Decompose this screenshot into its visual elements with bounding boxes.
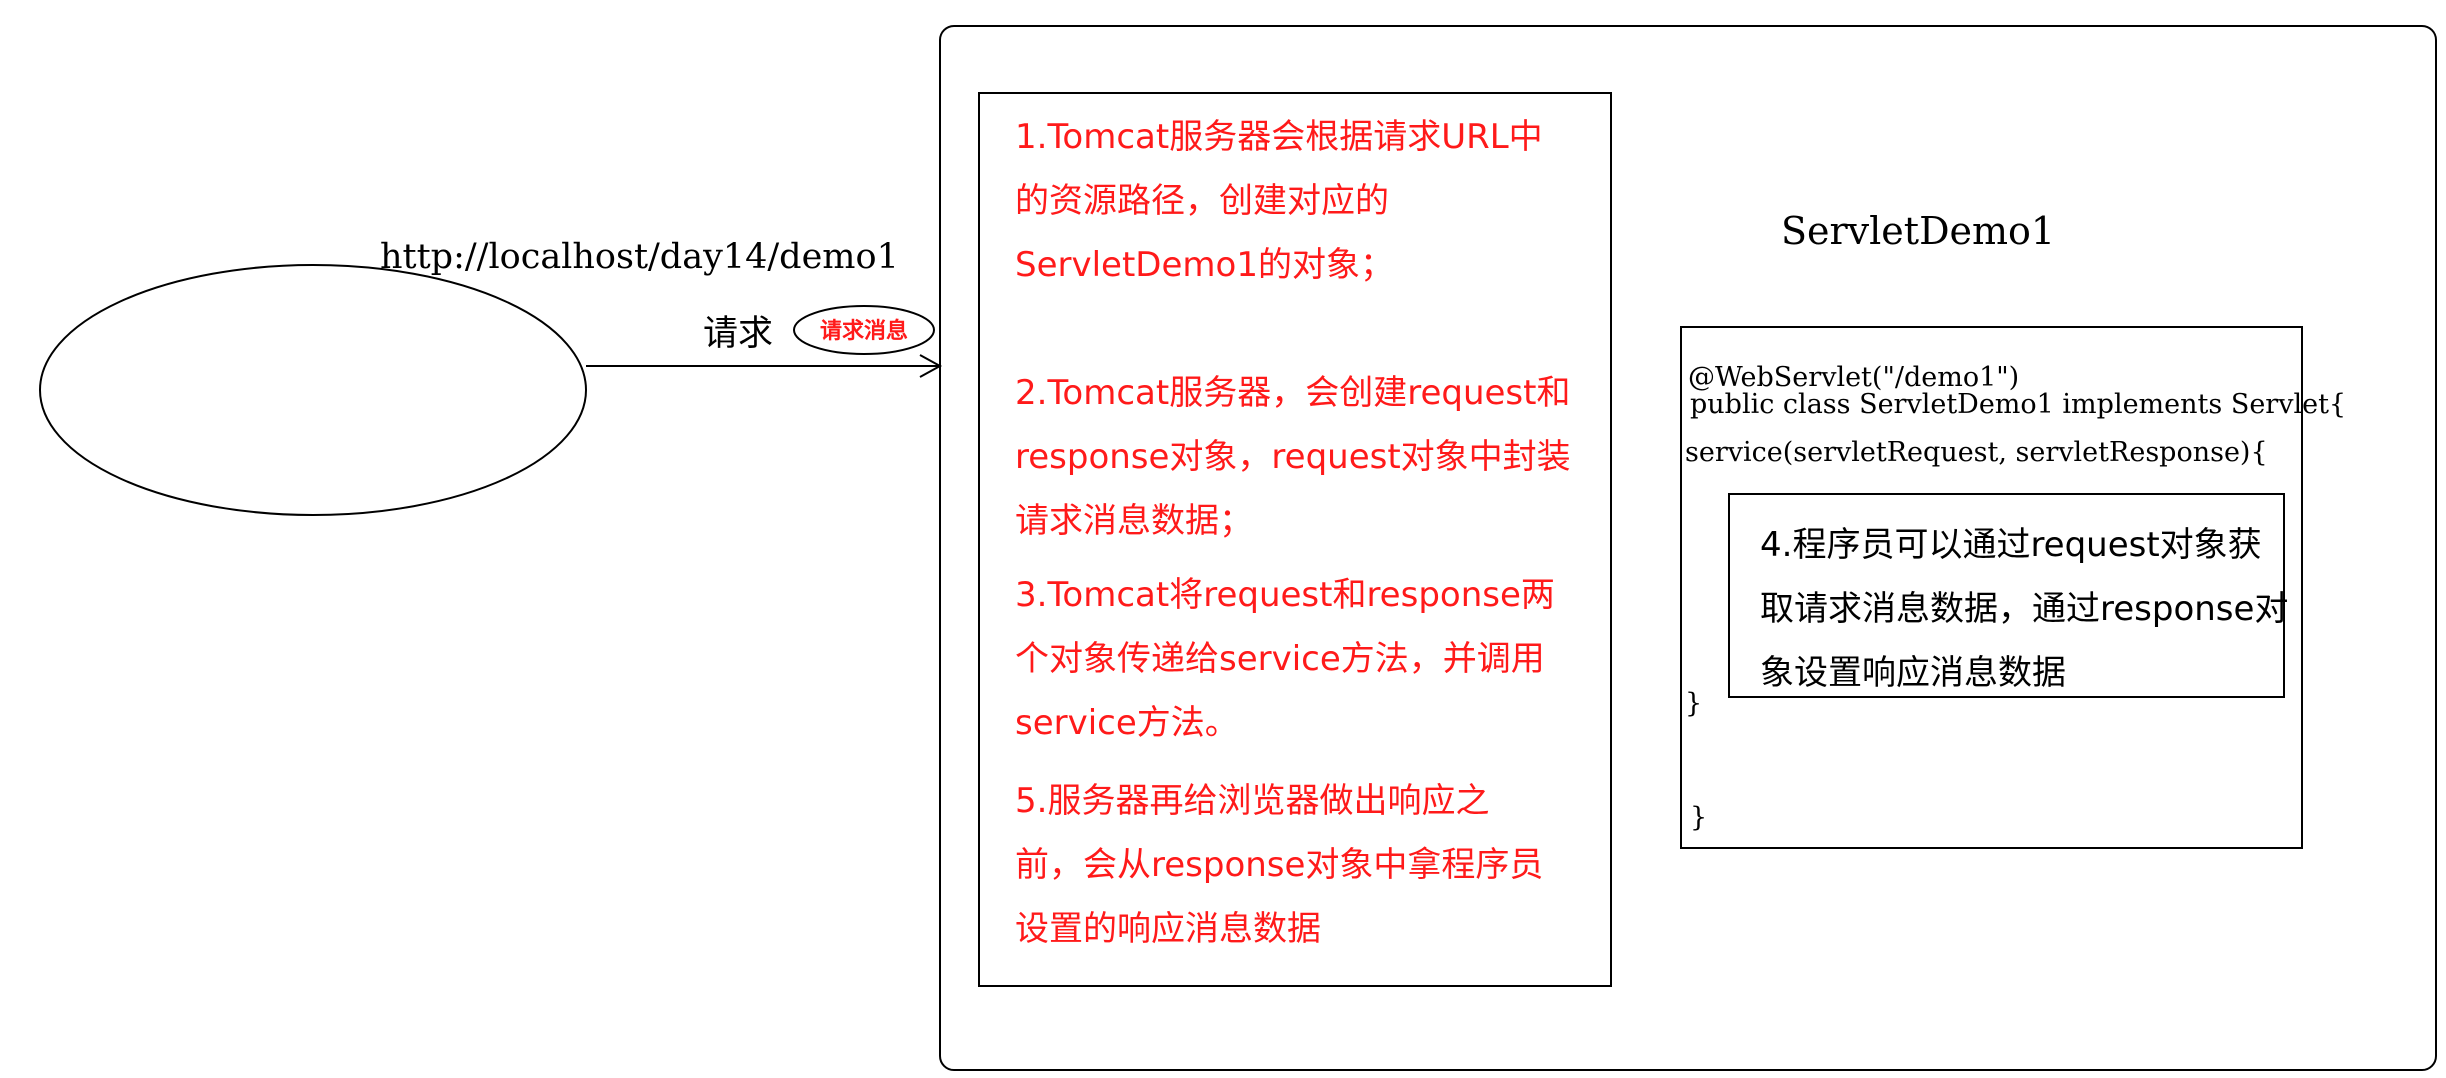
step-2-line-3: 请求消息数据； — [1015, 501, 1253, 541]
step-3-line-3: service方法。 — [1015, 703, 1239, 743]
step-1-line-3: ServletDemo1的对象； — [1015, 245, 1394, 285]
code-class-declaration: public class ServletDemo1 implements Ser… — [1690, 389, 2346, 420]
step-5-line-2: 前，会从response对象中拿程序员 — [1015, 845, 1543, 885]
step-1: 1.Tomcat服务器会根据请求URL中 的资源路径，创建对应的 Servlet… — [1015, 117, 1543, 285]
step-3-line-1: 3.Tomcat将request和response两 — [1015, 575, 1555, 615]
servlet-code-box — [1680, 326, 2303, 849]
step-5-line-1: 5.服务器再给浏览器做出响应之 — [1015, 781, 1489, 821]
code-method-close: } — [1685, 688, 1702, 719]
step-2-line-2: response对象，request对象中封装 — [1015, 437, 1571, 477]
request-message-badge-label: 请求消息 — [820, 318, 908, 344]
server-container — [939, 25, 2437, 1071]
note-line-3: 象设置响应消息数据 — [1760, 653, 2066, 693]
note-line-2: 取请求消息数据，通过response对 — [1760, 589, 2288, 629]
step-3: 3.Tomcat将request和response两 个对象传递给service… — [1015, 575, 1555, 743]
request-label: 请求 — [703, 314, 773, 354]
code-method-declaration: service(servletRequest, servletResponse)… — [1685, 437, 2268, 468]
step-3-line-2: 个对象传递给service方法，并调用 — [1015, 639, 1545, 679]
tomcat-steps-box — [978, 92, 1612, 987]
servlet-title: ServletDemo1 — [1781, 209, 2055, 253]
step-5-line-3: 设置的响应消息数据 — [1015, 909, 1321, 949]
step-2: 2.Tomcat服务器，会创建request和 response对象，reque… — [1015, 373, 1571, 541]
step-1-line-2: 的资源路径，创建对应的 — [1015, 181, 1389, 221]
step-5: 5.服务器再给浏览器做出响应之 前，会从response对象中拿程序员 设置的响… — [1015, 781, 1543, 949]
browser-ellipse — [39, 264, 587, 516]
code-annotation: @WebServlet("/demo1") — [1688, 362, 2019, 393]
request-url: http://localhost/day14/demo1 — [380, 237, 899, 277]
programmer-note-box — [1728, 493, 2285, 698]
request-message-badge — [793, 305, 935, 355]
code-class-close: } — [1690, 802, 1707, 833]
step-1-line-1: 1.Tomcat服务器会根据请求URL中 — [1015, 117, 1543, 157]
step-2-line-1: 2.Tomcat服务器，会创建request和 — [1015, 373, 1570, 413]
note-line-1: 4.程序员可以通过request对象获 — [1760, 525, 2262, 565]
